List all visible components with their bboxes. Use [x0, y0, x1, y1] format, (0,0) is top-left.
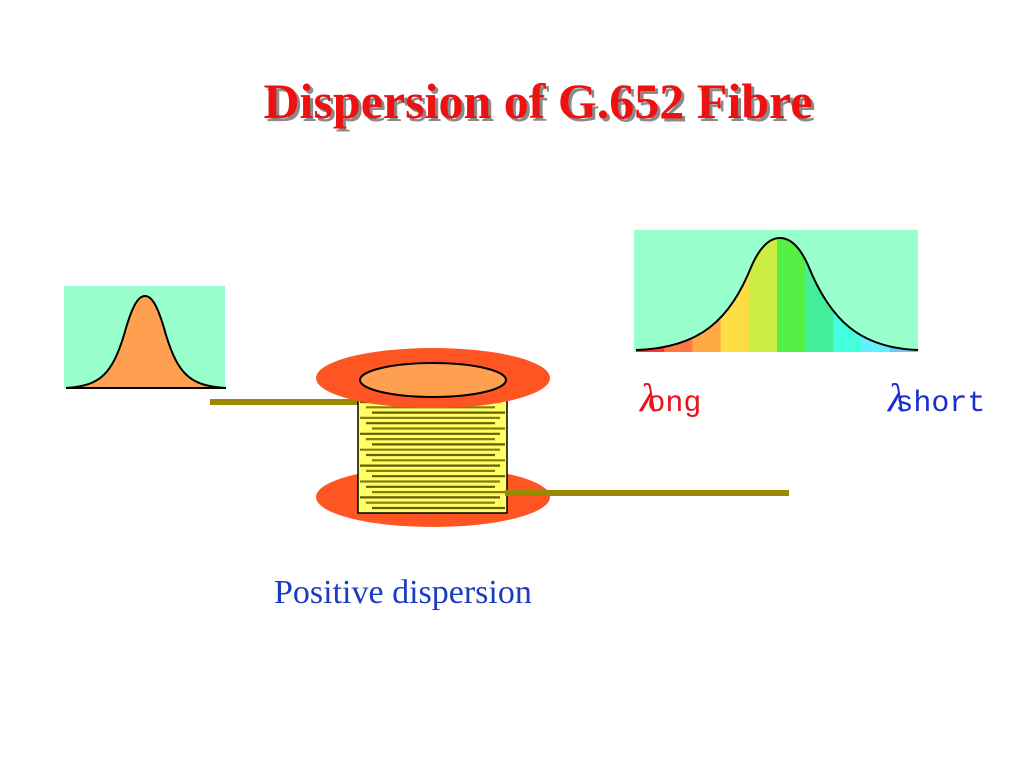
- lambda-short-label: λshort: [888, 378, 985, 419]
- spool-top-hub: [360, 363, 506, 397]
- input-pulse-panel: [64, 286, 226, 388]
- coil-windings: [360, 402, 505, 508]
- lambda-long-label: λong: [640, 378, 701, 419]
- caption-positive-dispersion: Positive dispersion: [274, 574, 532, 612]
- output-pulse-panel: [634, 230, 919, 352]
- fibre-spool-coil: [358, 392, 507, 513]
- lambda-short-suffix: short: [895, 387, 985, 421]
- lambda-long-suffix: ong: [647, 387, 701, 421]
